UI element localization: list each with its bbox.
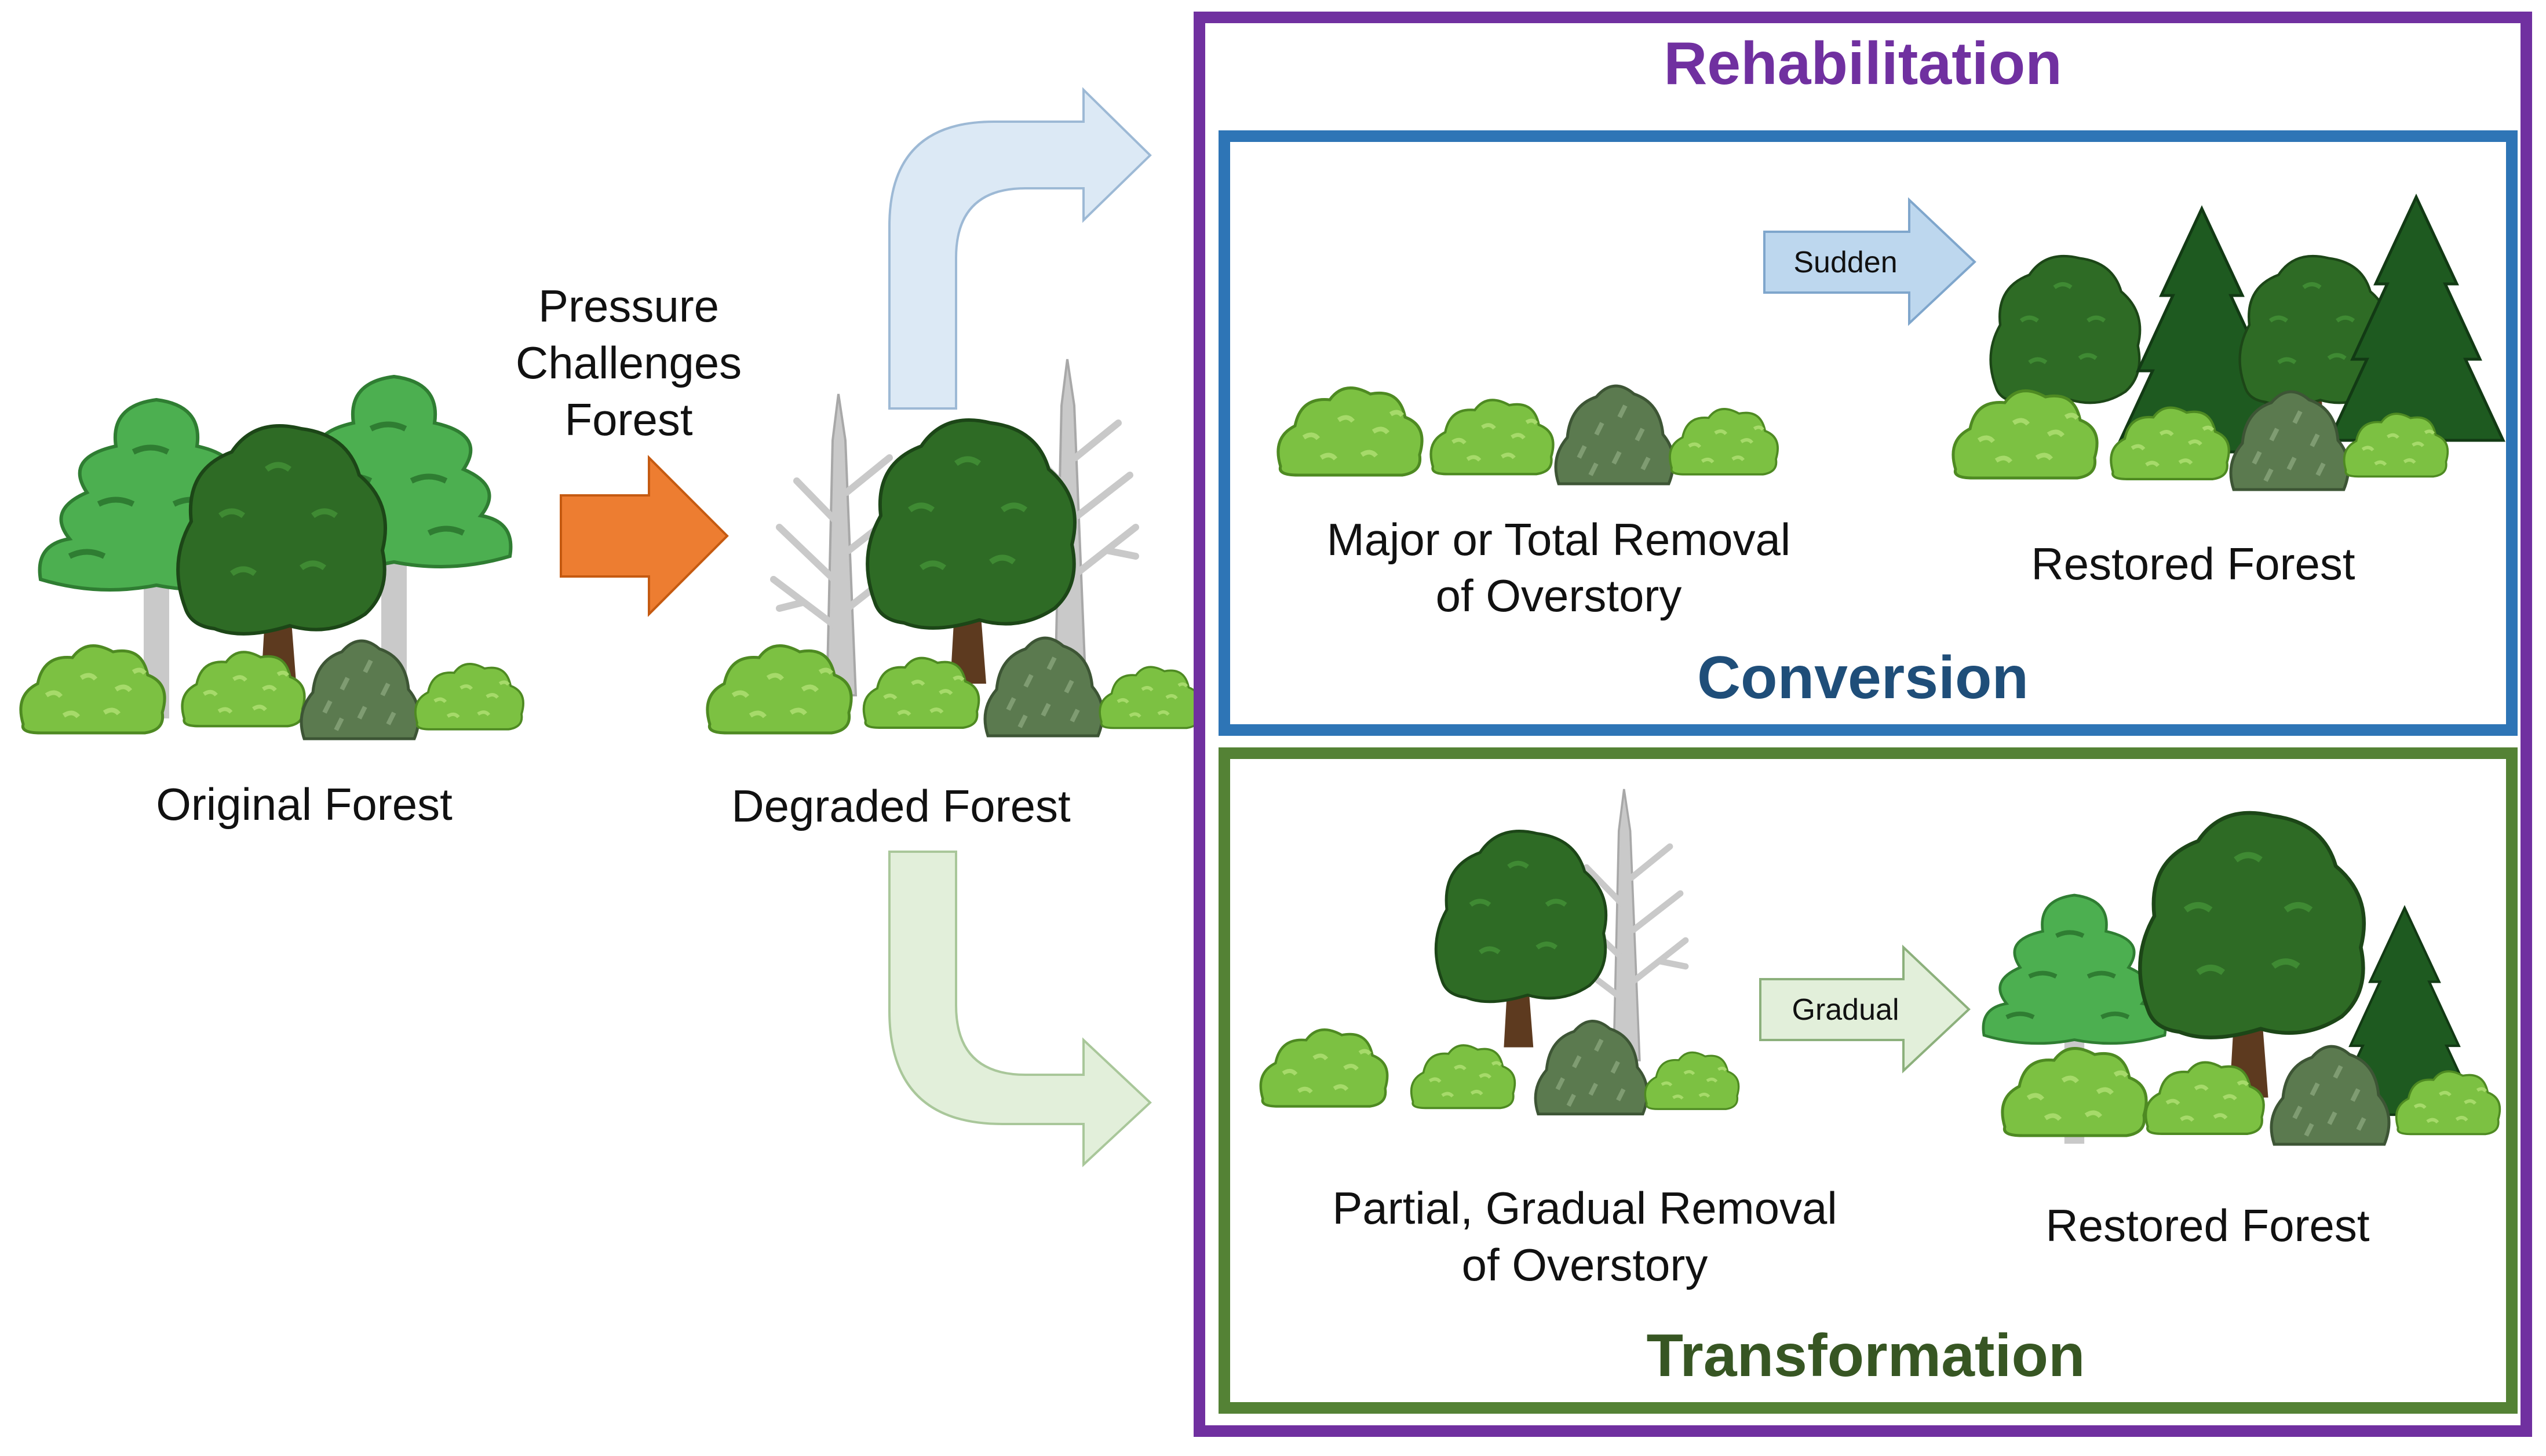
conversion-restored-forest-label: Restored Forest [2031, 538, 2355, 589]
bush-icon [21, 646, 165, 733]
transformation-branch-arrow [888, 851, 1152, 1167]
bush-icon [1278, 388, 1422, 475]
degraded-forest-label: Degraded Forest [731, 780, 1071, 831]
pressure-arrow [560, 455, 729, 617]
bush-icon [1556, 386, 1673, 484]
rehabilitation-title: Rehabilitation [1664, 30, 2062, 97]
bush-icon [1645, 1052, 1738, 1109]
oak-tree-icon [1436, 831, 1606, 1048]
bush-icon [2002, 1049, 2146, 1136]
conversion-branch-arrow [888, 87, 1152, 410]
original-forest-illustration [21, 377, 523, 739]
conversion-removal-line1: Major or Total Removal [1327, 514, 1791, 565]
sudden-label: Sudden [1793, 246, 1897, 279]
bush-icon [1411, 1045, 1515, 1108]
bush-icon [1953, 391, 2097, 478]
bush-icon [1670, 409, 1778, 475]
pressure-label-line3: Forest [564, 394, 692, 445]
transformation-restored-forest-illustration [1983, 813, 2500, 1144]
original-forest-label: Original Forest [156, 779, 453, 830]
degraded-forest-illustration [707, 359, 1201, 736]
conversion-cleared-illustration [1278, 386, 1778, 484]
transformation-frame [1219, 747, 2518, 1414]
conversion-frame [1219, 130, 2518, 736]
transformation-removal-line2: of Overstory [1462, 1239, 1708, 1290]
rehabilitation-frame [1194, 12, 2532, 1437]
bush-icon [1431, 400, 1553, 474]
gradual-arrow [1759, 944, 1971, 1074]
conversion-removal-line2: of Overstory [1436, 570, 1682, 621]
pressure-label-line1: Pressure [538, 280, 719, 331]
transformation-restored-forest-label: Restored Forest [2045, 1200, 2370, 1251]
conversion-title: Conversion [1697, 644, 2029, 711]
conversion-restored-forest-illustration [1953, 197, 2503, 490]
bush-icon [1261, 1030, 1387, 1106]
sudden-arrow [1763, 197, 1976, 326]
transformation-partial-illustration [1261, 789, 1739, 1114]
transformation-removal-line1: Partial, Gradual Removal [1332, 1183, 1837, 1234]
bush-icon [415, 664, 523, 729]
transformation-title: Transformation [1647, 1322, 2085, 1389]
pressure-label-line2: Challenges [516, 337, 742, 388]
bush-icon [1100, 667, 1201, 728]
gradual-label: Gradual [1792, 993, 1899, 1027]
